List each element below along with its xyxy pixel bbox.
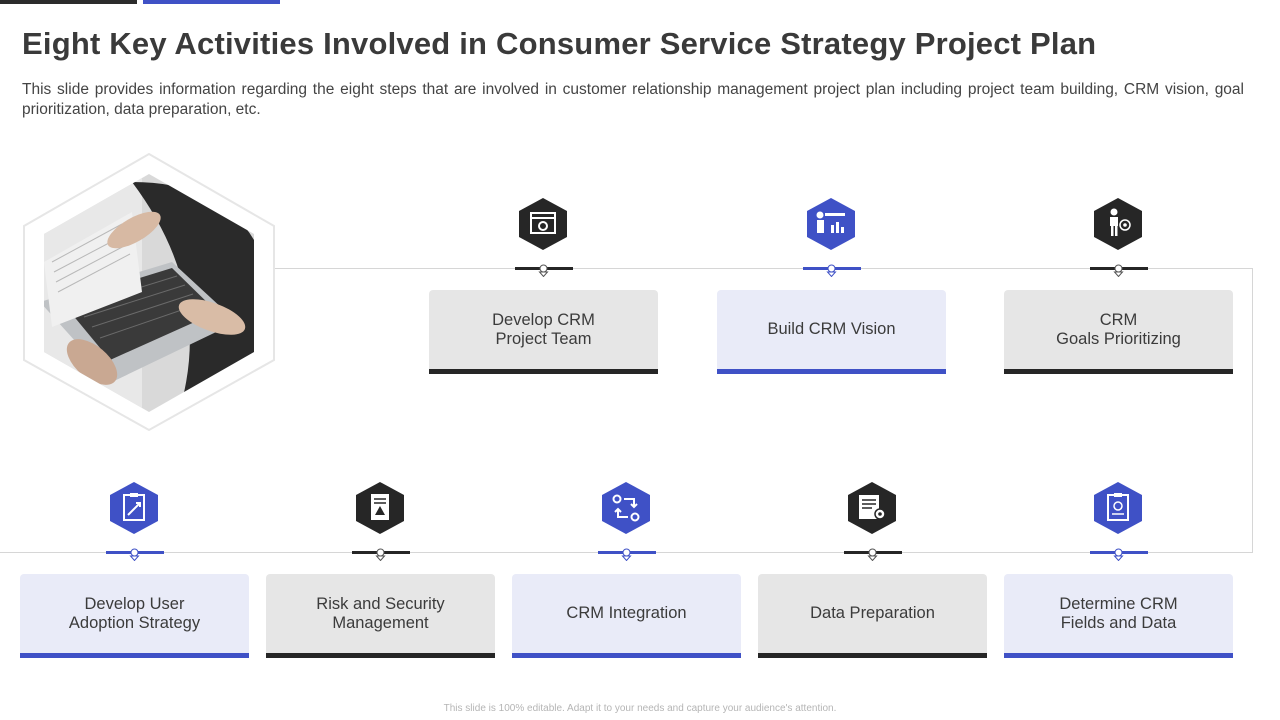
integration-cycle-icon [600, 481, 652, 535]
step-label-line: Data Preparation [810, 604, 935, 622]
pin-icon [826, 264, 837, 277]
step-card: CRM Integration [512, 574, 741, 658]
step-label-line: CRM Integration [566, 604, 687, 622]
data-settings-icon [846, 481, 898, 535]
slide-description: This slide provides information regardin… [22, 81, 1244, 118]
step-label-line: CRM [1099, 310, 1138, 329]
step-label-line: Develop CRM [492, 310, 595, 329]
pin-icon [621, 548, 632, 561]
step-label-line: Determine CRM [1059, 594, 1178, 613]
laptop-typing-photo [22, 152, 276, 432]
connector-line-top [252, 268, 1253, 269]
risk-document-icon [354, 481, 406, 535]
adoption-strategy-icon [108, 481, 160, 535]
step-label-line: Management [332, 613, 429, 632]
step-label-line: Project Team [495, 329, 592, 348]
accent-bar-dark [0, 0, 137, 4]
project-team-gear-icon [517, 197, 569, 251]
pin-icon [867, 548, 878, 561]
step-label-line: Goals Prioritizing [1056, 329, 1181, 348]
step-label-line: Adoption Strategy [68, 613, 201, 632]
accent-bar-blue [143, 0, 280, 4]
connector-line-right [1252, 268, 1253, 553]
step-label-line: Develop User [84, 594, 185, 613]
pin-icon [538, 264, 549, 277]
fields-clipboard-icon [1092, 481, 1144, 535]
step-label-line: Risk and Security [316, 594, 445, 613]
pin-icon [375, 548, 386, 561]
goal-target-person-icon [1092, 197, 1144, 251]
step-card: Build CRM Vision [717, 290, 946, 374]
footer-note: This slide is 100% editable. Adapt it to… [443, 703, 837, 714]
step-label-line: Fields and Data [1060, 613, 1177, 632]
vision-presentation-icon [805, 197, 857, 251]
pin-icon [1113, 548, 1124, 561]
step-label-line: Build CRM Vision [767, 320, 896, 338]
pin-icon [1113, 264, 1124, 277]
pin-icon [129, 548, 140, 561]
step-card: Data Preparation [758, 574, 987, 658]
slide-title: Eight Key Activities Involved in Consume… [22, 26, 1097, 61]
